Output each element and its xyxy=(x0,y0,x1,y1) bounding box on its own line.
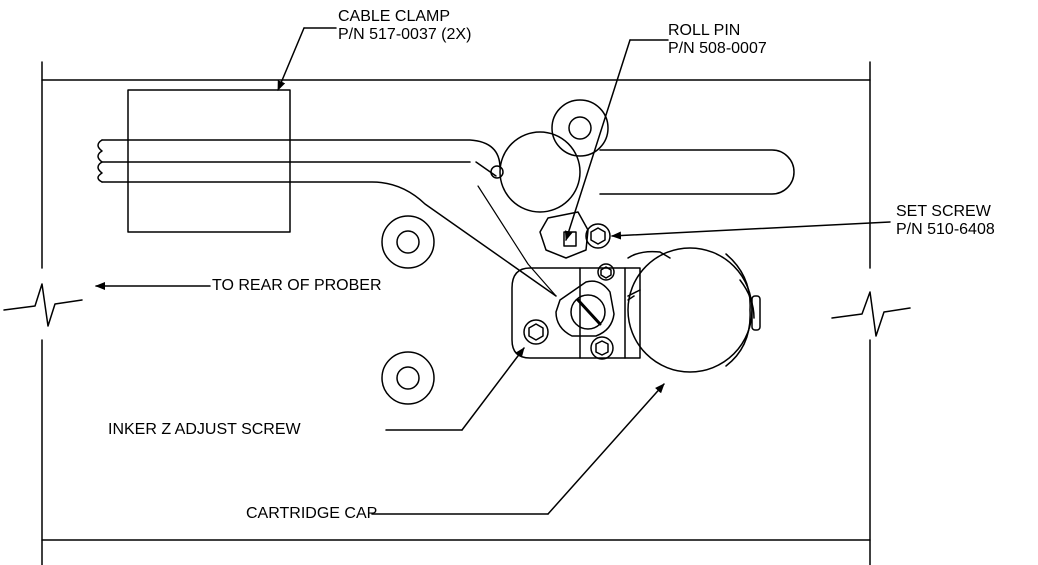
z-adjust-screw-label: INKER Z ADJUST SCREW xyxy=(108,421,301,438)
washer-lower-left xyxy=(381,351,435,405)
cartridge-cap-label: CARTRIDGE CAP xyxy=(246,505,378,522)
set-screw-part-number: P/N 510-6408 xyxy=(896,221,995,238)
roll-pin-label: ROLL PIN P/N 508-0007 xyxy=(668,22,767,58)
cable-clamp-title: CABLE CLAMP xyxy=(338,8,451,25)
cable-end xyxy=(490,165,504,179)
set-screw xyxy=(585,223,611,249)
lower-screw xyxy=(590,336,614,360)
washer-upper-left xyxy=(381,215,435,269)
roll-pin-part-number: P/N 508-0007 xyxy=(668,40,767,57)
rear-direction-label: TO REAR OF PROBER xyxy=(212,277,382,294)
cable xyxy=(97,139,557,297)
cable-clamp-body xyxy=(127,89,291,233)
roll-pin-title: ROLL PIN xyxy=(668,22,741,39)
upper-washer xyxy=(551,99,609,157)
roller xyxy=(499,131,581,213)
cartridge xyxy=(627,247,761,373)
z-adjust-screw xyxy=(523,319,549,345)
guide-slot xyxy=(599,149,795,195)
set-screw-label: SET SCREW P/N 510-6408 xyxy=(896,203,995,239)
mounting-block xyxy=(511,267,641,359)
set-screw-title: SET SCREW xyxy=(896,203,991,220)
cable-clamp-label: CABLE CLAMP P/N 517-0037 (2X) xyxy=(338,8,471,44)
base-plate xyxy=(41,61,871,565)
break-symbol-left xyxy=(3,283,83,327)
cable-clamp-part-number: P/N 517-0037 (2X) xyxy=(338,26,472,43)
leader-lines xyxy=(95,27,891,515)
cartridge-top-screw xyxy=(597,263,615,281)
roll-pin-block xyxy=(539,211,589,259)
break-symbol-right xyxy=(831,291,911,337)
clamp-screw xyxy=(555,280,615,337)
